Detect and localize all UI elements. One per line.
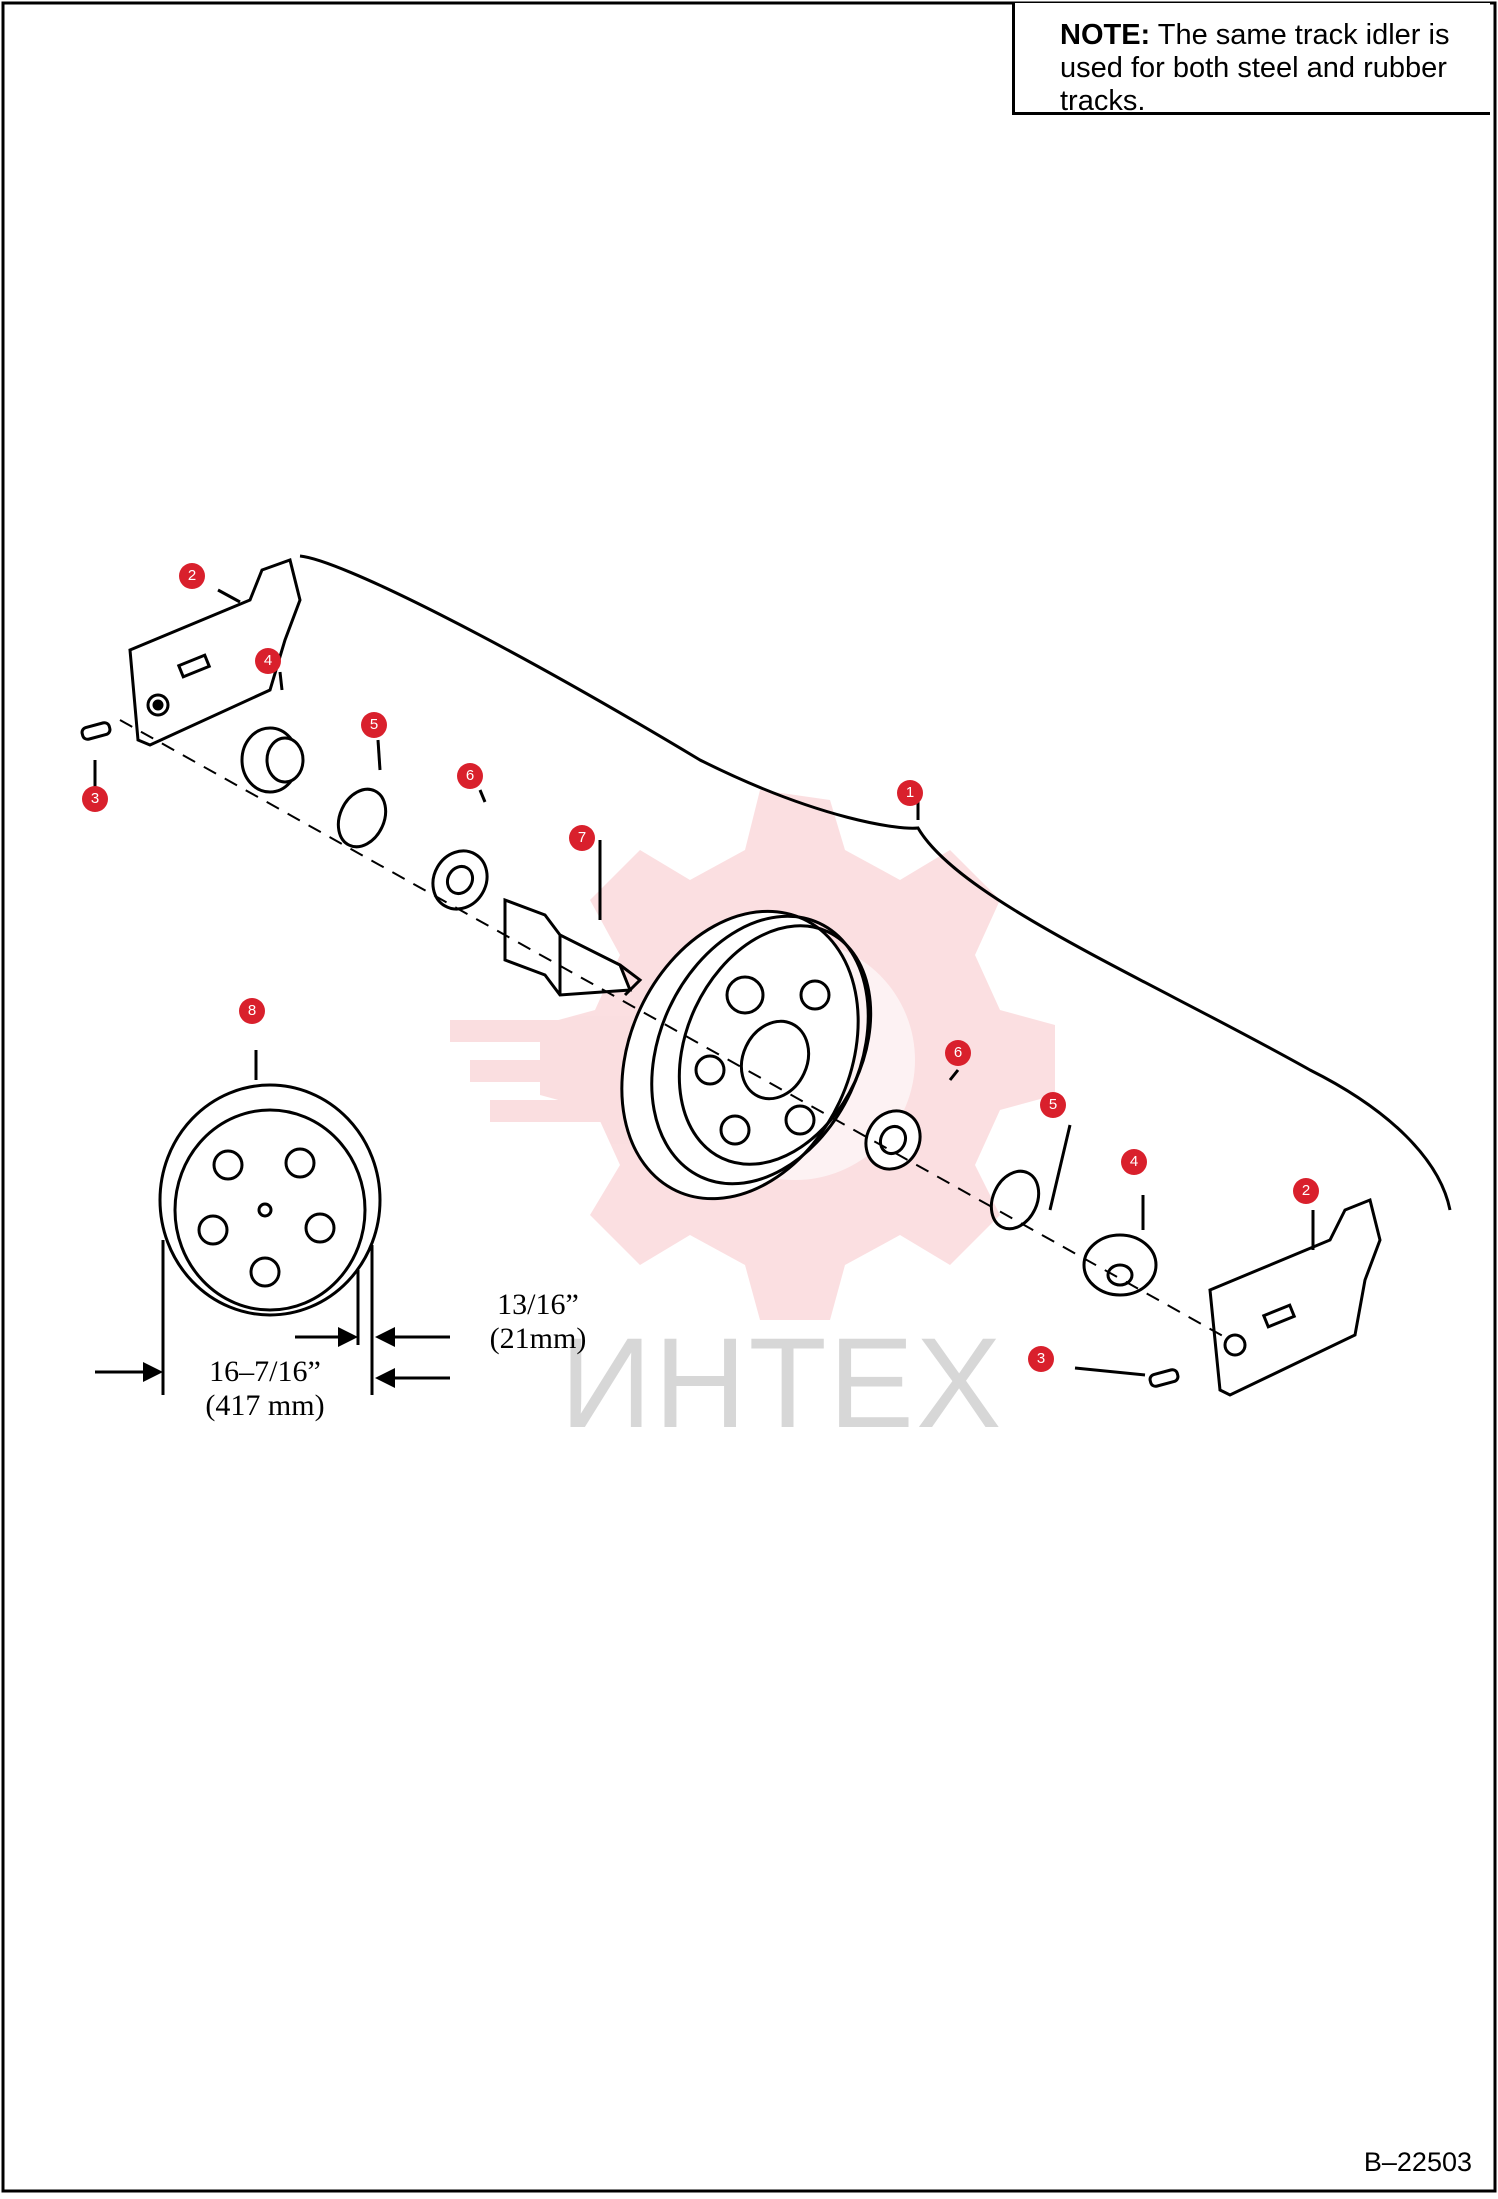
callout-4-right: 4 bbox=[1121, 1149, 1147, 1175]
callout-6-right: 6 bbox=[945, 1040, 971, 1066]
callout-8: 8 bbox=[239, 998, 265, 1024]
left-snap-ring bbox=[336, 787, 388, 849]
left-idler-mount-plate bbox=[128, 558, 302, 747]
right-idler-mount-plate bbox=[1208, 1197, 1382, 1397]
callout-3-right: 3 bbox=[1028, 1346, 1054, 1372]
assembly-bracket-line bbox=[299, 554, 1452, 1211]
callout-5-right: 5 bbox=[1040, 1092, 1066, 1118]
left-bearing bbox=[431, 849, 489, 911]
note-label: NOTE: bbox=[1060, 19, 1151, 51]
right-snap-ring bbox=[989, 1169, 1041, 1231]
flange-width-imperial: 13/16” bbox=[497, 1288, 579, 1321]
diameter-imperial: 16–7/16” bbox=[209, 1355, 321, 1388]
dimension-diameter: 16–7/16” (417 mm) bbox=[180, 1355, 350, 1423]
callout-6-left: 6 bbox=[457, 763, 483, 789]
note-text: The same track idler is used for both st… bbox=[1060, 19, 1450, 117]
callout-2-right: 2 bbox=[1293, 1178, 1319, 1204]
right-bearing bbox=[864, 1109, 922, 1171]
callout-2-left: 2 bbox=[179, 563, 205, 589]
flange-width-metric: (21mm) bbox=[489, 1322, 587, 1355]
left-seal-hub bbox=[240, 726, 305, 794]
callout-1: 1 bbox=[897, 780, 923, 806]
callout-7: 7 bbox=[569, 825, 595, 851]
diameter-metric: (417 mm) bbox=[205, 1389, 325, 1422]
figure-id: B–22503 bbox=[1363, 2147, 1472, 2177]
callout-3-left: 3 bbox=[82, 786, 108, 812]
callout-4-left: 4 bbox=[255, 648, 281, 674]
assembly-axis-line bbox=[119, 719, 1231, 1341]
watermark-text: ИНТЕХ bbox=[560, 1312, 1004, 1455]
note-box: NOTE: The same track idler is used for b… bbox=[1012, 3, 1490, 117]
leader-lines bbox=[93, 588, 1315, 1377]
idler-wheel-detail bbox=[158, 1083, 382, 1317]
idler-wheel bbox=[620, 909, 873, 1201]
callout-5-left: 5 bbox=[361, 712, 387, 738]
dimension-flange-width: 13/16” (21mm) bbox=[468, 1288, 608, 1356]
dimension-arrows bbox=[143, 1327, 395, 1388]
idler-axle bbox=[503, 897, 643, 997]
left-pin bbox=[80, 721, 112, 741]
right-pin bbox=[1148, 1368, 1180, 1388]
right-seal-hub bbox=[1082, 1233, 1158, 1297]
